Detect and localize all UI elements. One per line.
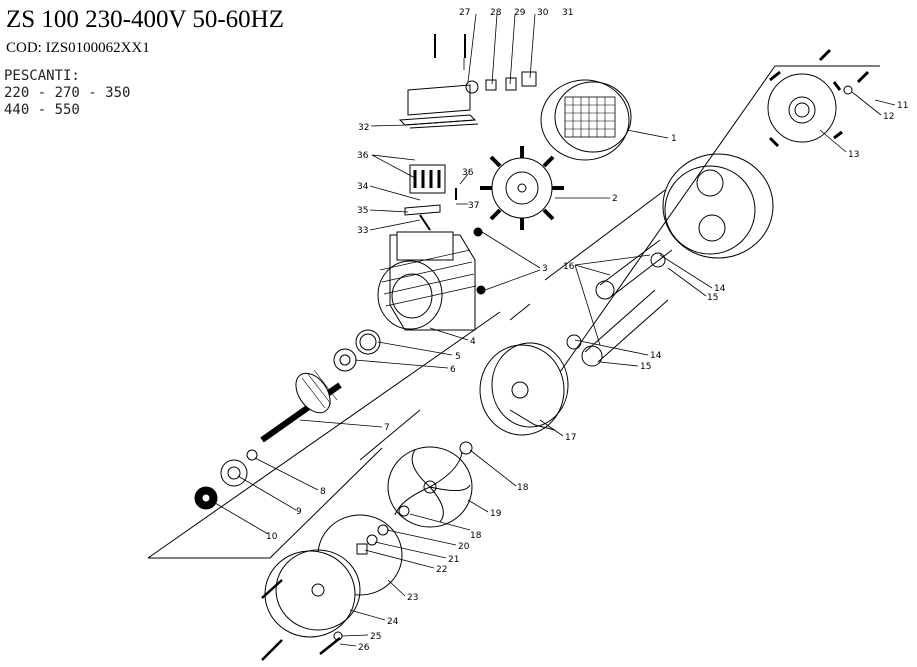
part-32-terminal-box	[398, 84, 479, 129]
part-6-bearing	[333, 348, 357, 372]
part-14-tube	[566, 239, 673, 367]
callout-35: 35	[357, 206, 368, 216]
part-12-washer	[843, 85, 853, 95]
part-31-nut	[521, 71, 537, 87]
callout-9: 9	[296, 507, 302, 517]
part-11-screw	[818, 48, 870, 84]
part-5-ring-inner	[359, 333, 377, 351]
part-35-plate	[404, 204, 441, 216]
guide-line-rotor	[147, 311, 501, 559]
pescanti-label: PESCANTI:	[4, 68, 80, 84]
callout-32: 32	[358, 123, 369, 133]
callout-33: 33	[357, 226, 368, 236]
part-9-bearing	[220, 459, 248, 487]
callout-24: 24	[387, 617, 399, 627]
callout-labels: 1 2 3 3 4 5 6 7 8 9 10 11 12 13 14 14 15…	[266, 8, 908, 653]
callout-7: 7	[384, 423, 390, 433]
pescanti-row-2: 440 - 550	[4, 102, 80, 118]
part-30-nut	[505, 77, 517, 91]
part-20-washer	[377, 524, 389, 536]
callout-2: 2	[612, 194, 618, 204]
callout-15a: 15	[707, 293, 718, 303]
part-9-bearing-inner	[227, 466, 241, 480]
part-26-screw	[261, 579, 341, 661]
part-7-rotor-shaft	[260, 369, 342, 443]
callout-19: 19	[490, 509, 502, 519]
callout-26: 26	[358, 643, 370, 653]
page-title: ZS 100 230-400V 50-60HZ	[6, 6, 285, 33]
callout-1: 1	[671, 134, 677, 144]
part-34-terminal-block	[409, 164, 446, 194]
part-10-seal-hole	[201, 493, 211, 503]
part-33-screw	[419, 214, 431, 231]
callout-15b: 15	[640, 362, 651, 372]
part-8-washer	[246, 449, 258, 461]
callout-25: 25	[370, 632, 381, 642]
part-1-fan-cover	[540, 79, 632, 161]
part-6-bearing-inner	[339, 354, 351, 366]
callout-20: 20	[458, 542, 470, 552]
part-24-cover	[264, 549, 361, 638]
callout-14b: 14	[650, 351, 662, 361]
callout-5: 5	[455, 352, 461, 362]
leader-lines	[209, 13, 896, 647]
callout-11: 11	[897, 101, 908, 111]
callout-3a: 3	[542, 264, 548, 274]
callout-30: 30	[537, 8, 549, 18]
callout-8: 8	[320, 487, 326, 497]
part-29-nut	[485, 79, 497, 91]
callout-36a: 36	[357, 151, 369, 161]
part-18-spacer	[398, 505, 410, 517]
guide-line-axis	[359, 189, 666, 461]
callout-28: 28	[490, 8, 502, 18]
callout-29: 29	[514, 8, 526, 18]
callout-37: 37	[468, 201, 479, 211]
callout-22: 22	[436, 565, 447, 575]
callout-6: 6	[450, 365, 456, 375]
callout-10: 10	[266, 532, 278, 542]
pump-housing	[662, 153, 774, 259]
callout-36b: 36	[462, 168, 474, 178]
callout-13: 13	[848, 150, 859, 160]
product-code: COD: IZS0100062XX1	[6, 40, 150, 56]
guide-line-flange	[559, 65, 880, 373]
part-3-plug-1	[473, 227, 483, 237]
callout-12: 12	[883, 112, 894, 122]
callout-16: 16	[563, 262, 575, 272]
part-19-impeller	[387, 446, 473, 528]
pescanti-row-1: 220 - 270 - 350	[4, 85, 131, 101]
callout-21: 21	[448, 555, 459, 565]
callout-18a: 18	[517, 483, 529, 493]
part-3-plug-2	[476, 285, 486, 295]
callout-18b: 18	[470, 531, 482, 541]
part-28-gland	[465, 80, 479, 94]
part-2-cooling-fan	[480, 146, 564, 230]
callout-23: 23	[407, 593, 418, 603]
callout-27: 27	[459, 8, 470, 18]
part-22-nut	[356, 543, 368, 555]
callout-14a: 14	[714, 284, 726, 294]
part-13-flange	[767, 70, 843, 148]
callout-4: 4	[470, 337, 476, 347]
callout-34: 34	[357, 182, 369, 192]
callout-17: 17	[565, 433, 576, 443]
pescanti-block: PESCANTI: 220 - 270 - 350 440 - 550	[4, 68, 130, 119]
callout-31: 31	[562, 8, 573, 18]
part-18-washer	[459, 441, 473, 455]
part-4-motor-body	[377, 231, 477, 331]
part-21-nut	[366, 534, 378, 546]
part-17-impeller-housing	[479, 342, 569, 436]
part-27-screw	[434, 34, 466, 58]
